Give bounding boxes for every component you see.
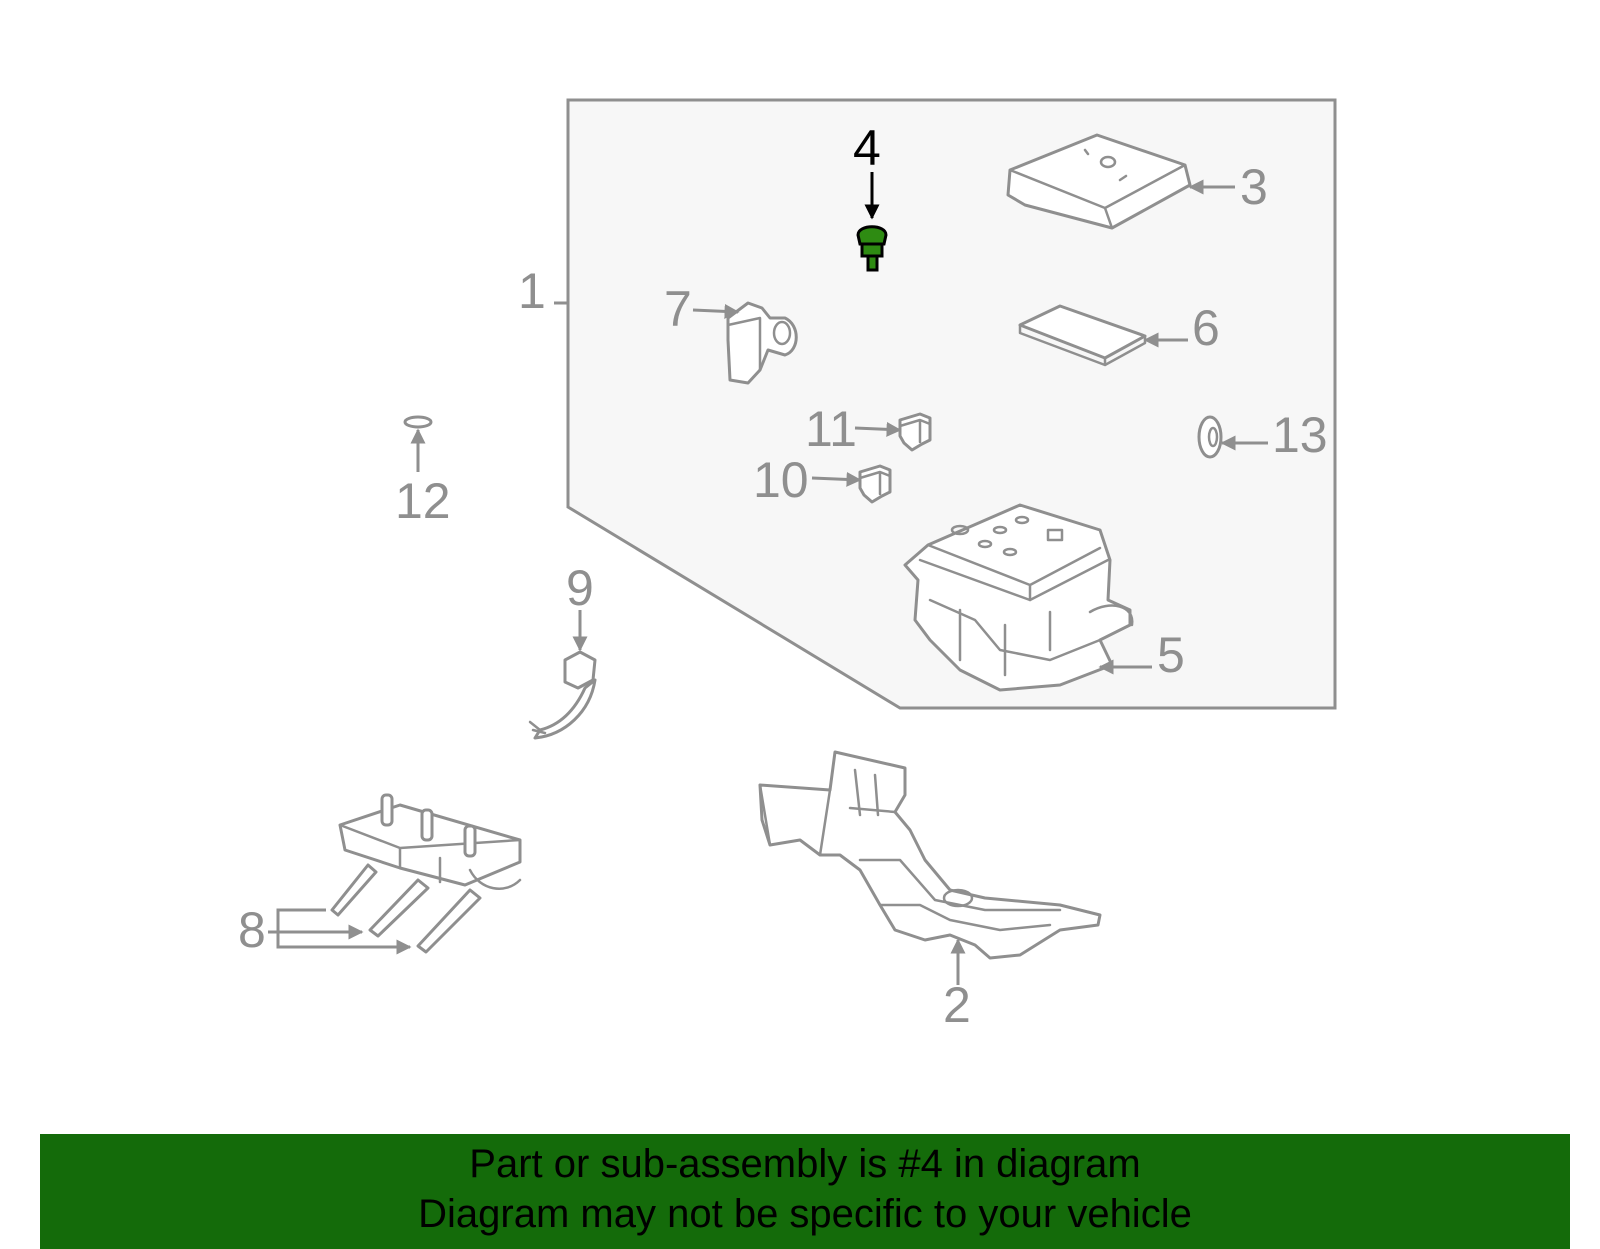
callout-13[interactable]: 13 — [1272, 407, 1328, 463]
banner-line-1: Part or sub-assembly is #4 in diagram — [469, 1142, 1141, 1186]
part-12-clip[interactable] — [403, 415, 433, 429]
callout-7-leader — [692, 303, 740, 319]
part-2-tray[interactable] — [758, 750, 1102, 960]
banner-line-2: Diagram may not be specific to your vehi… — [418, 1192, 1192, 1236]
callout-6[interactable]: 6 — [1192, 300, 1220, 356]
callout-1[interactable]: 1 — [518, 263, 546, 319]
part-4-bolt[interactable] — [856, 225, 888, 272]
callout-9[interactable]: 9 — [566, 560, 594, 616]
callout-10[interactable]: 10 — [753, 452, 809, 508]
assembly-panel — [566, 98, 1337, 710]
callout-12[interactable]: 12 — [395, 473, 451, 529]
callout-10-leader — [811, 471, 862, 487]
callout-3[interactable]: 3 — [1240, 159, 1268, 215]
part-8-coils[interactable] — [330, 793, 522, 954]
callout-7[interactable]: 7 — [664, 281, 692, 337]
callout-11[interactable]: 11 — [805, 401, 857, 457]
part-11-relay[interactable] — [898, 412, 932, 452]
part-3-cover[interactable] — [1006, 133, 1192, 230]
callout-8[interactable]: 8 — [238, 902, 266, 958]
callout-5[interactable]: 5 — [1157, 627, 1185, 683]
info-banner: Part or sub-assembly is #4 in diagram Di… — [40, 1134, 1570, 1249]
part-9-connector[interactable] — [528, 650, 597, 740]
callout-11-leader — [854, 421, 902, 437]
callout-2[interactable]: 2 — [943, 977, 971, 1033]
part-7-bracket[interactable] — [726, 301, 798, 385]
callout-4[interactable]: 4 — [853, 120, 881, 176]
part-13-grommet[interactable] — [1197, 415, 1223, 459]
part-10-relay[interactable] — [858, 464, 892, 504]
callout-8-leader — [268, 908, 326, 934]
callout-8-leader-3 — [276, 932, 412, 955]
